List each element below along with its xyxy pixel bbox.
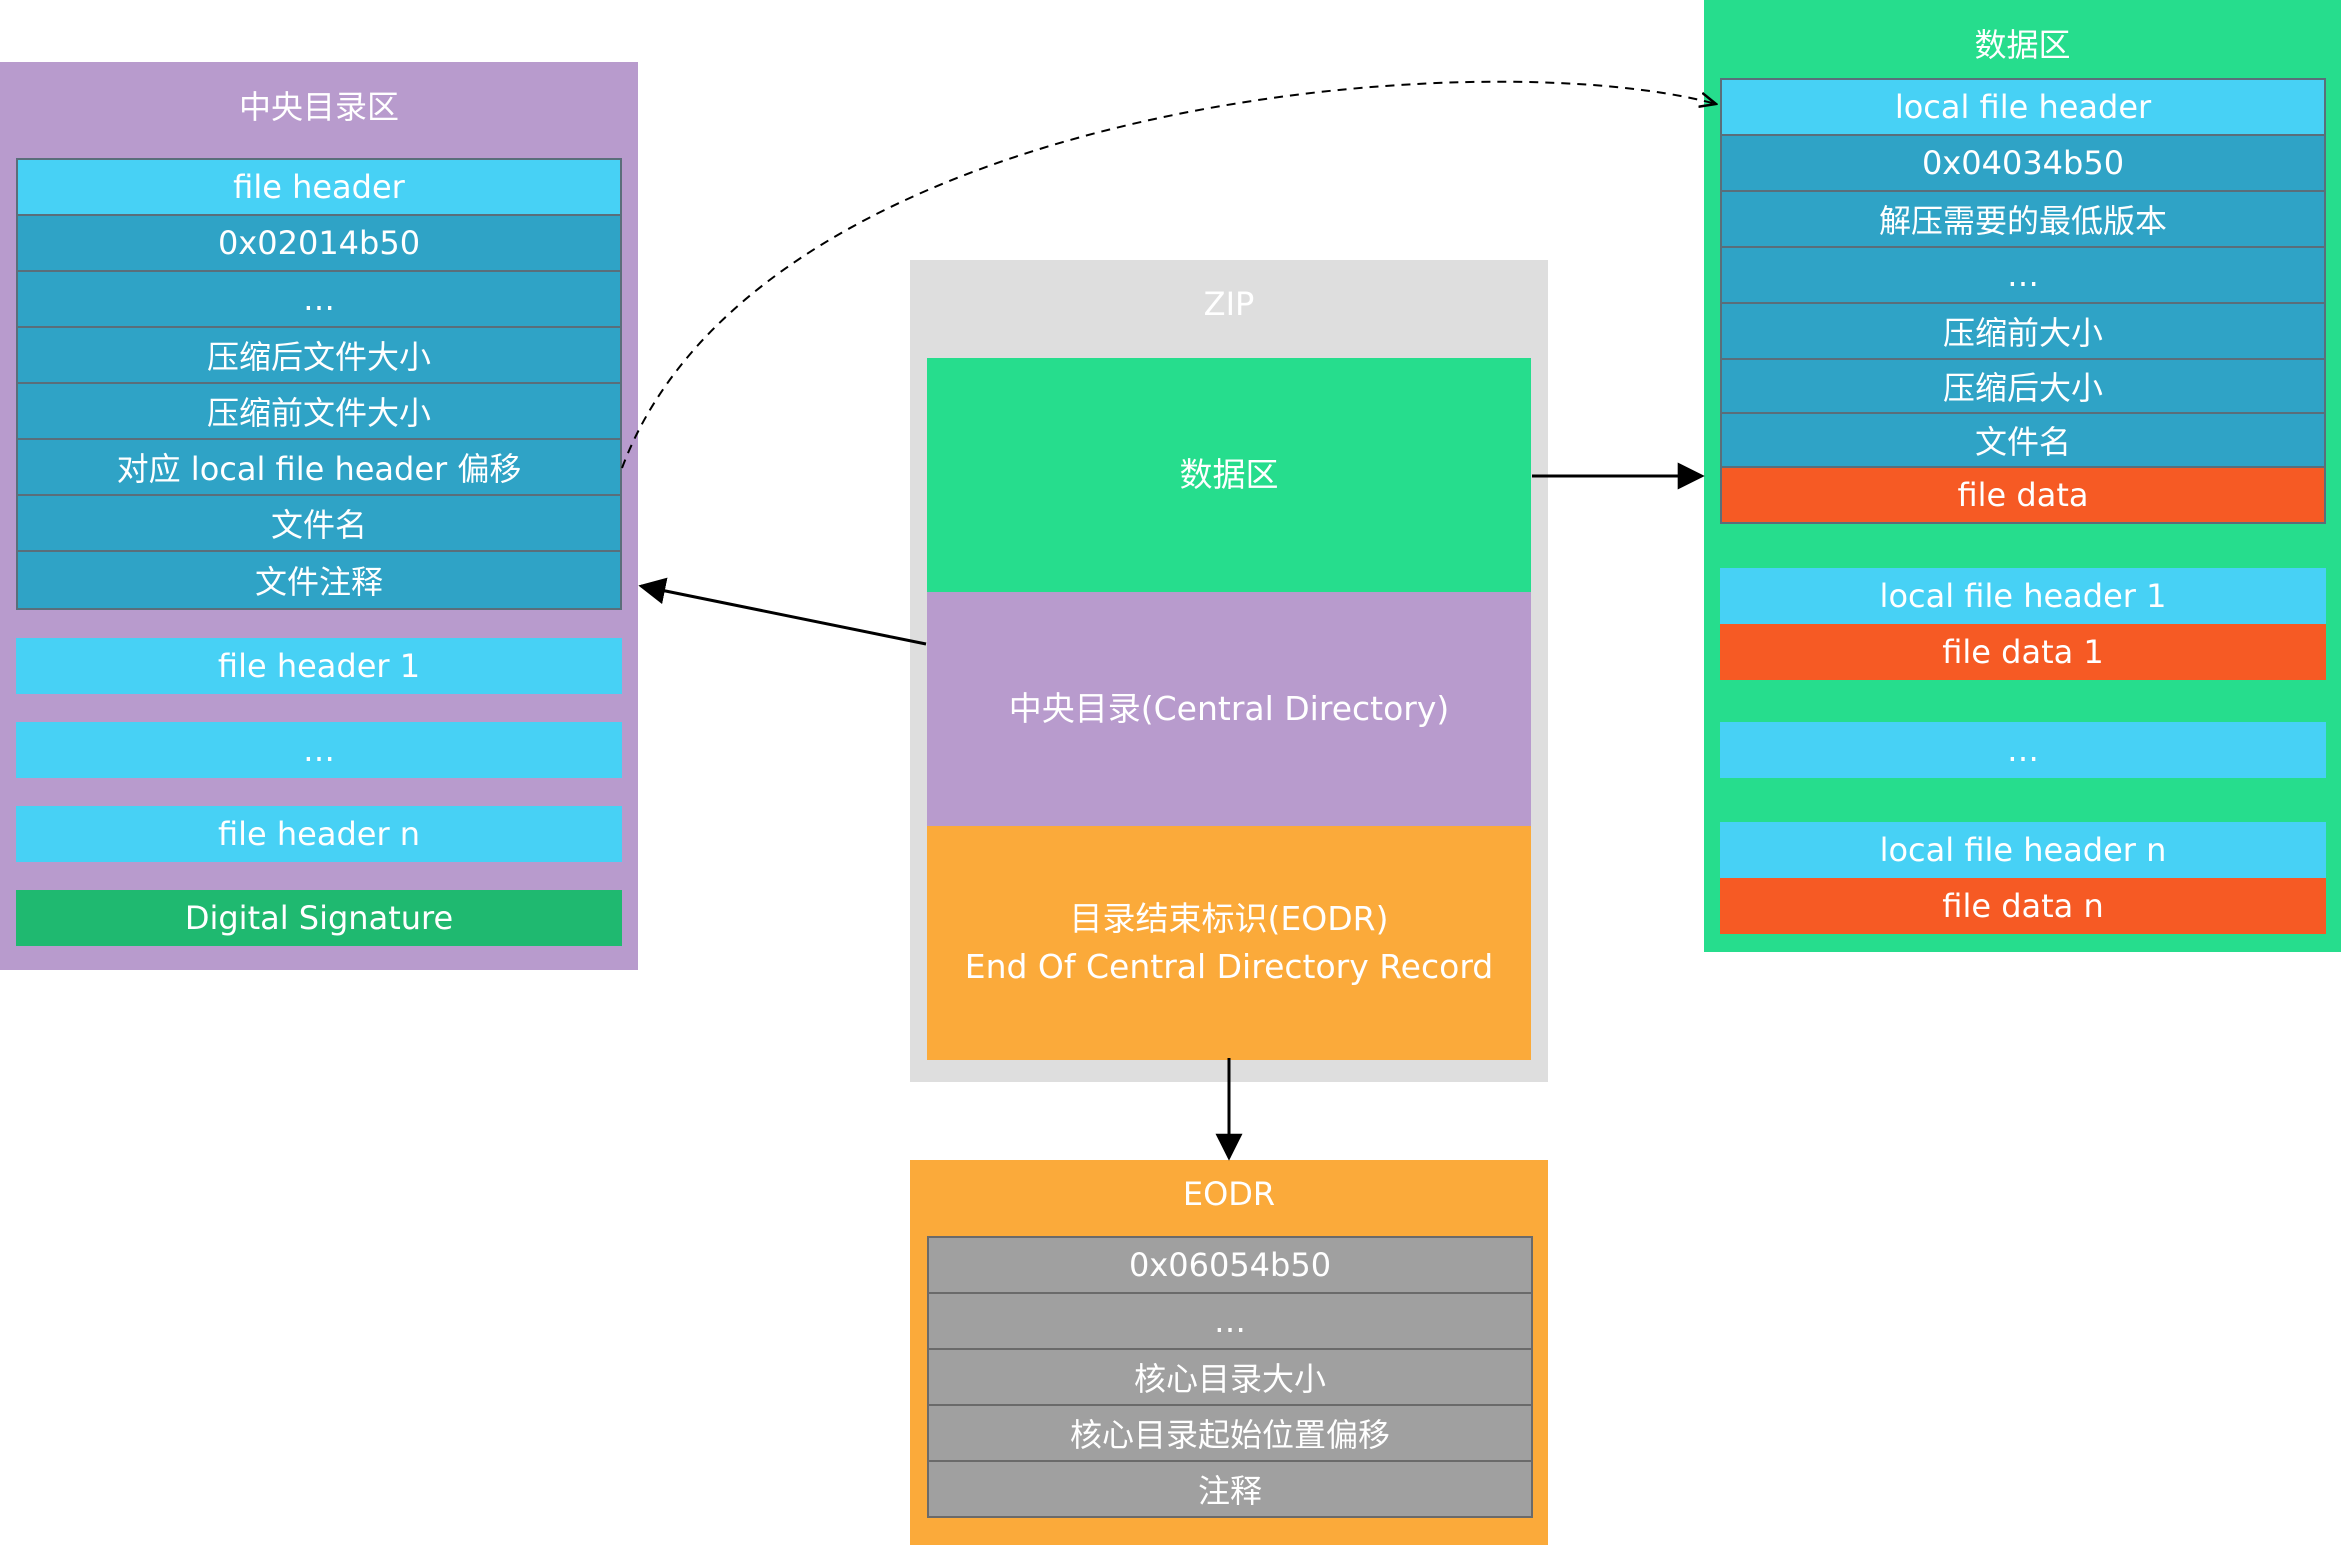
cd-row-ellipsis: … xyxy=(16,270,622,328)
central-directory-title: 中央目录区 xyxy=(238,88,399,126)
central-directory-panel: 中央目录区 file header 0x02014b50 … 压缩后文件大小 压… xyxy=(0,62,638,970)
cd-row-signature: 0x02014b50 xyxy=(16,214,622,272)
cd-row-file-comment: 文件注释 xyxy=(16,550,622,610)
da-file-data-1: file data 1 xyxy=(1720,624,2326,680)
da-row-local-file-header: local file header xyxy=(1720,78,2326,136)
cd-row-file-name: 文件名 xyxy=(16,494,622,552)
eodr-row-cd-offset: 核心目录起始位置偏移 xyxy=(927,1404,1533,1462)
da-ellipsis: … xyxy=(1720,722,2326,778)
da-local-file-header-1: local file header 1 xyxy=(1720,568,2326,624)
eodr-row-cd-size: 核心目录大小 xyxy=(927,1348,1533,1406)
eodr-row-signature: 0x06054b50 xyxy=(927,1236,1533,1294)
zip-central-directory: 中央目录(Central Directory) xyxy=(927,592,1531,826)
zip-title: ZIP xyxy=(1203,285,1255,323)
cd-file-header-1: file header 1 xyxy=(16,638,622,694)
eodr-title: EODR xyxy=(1182,1175,1276,1213)
cd-row-file-header: file header xyxy=(16,158,622,216)
cd-file-header-n: file header n xyxy=(16,806,622,862)
zip-data-area-label: 数据区 xyxy=(1179,455,1279,494)
arrow-zip-cd-to-central-directory xyxy=(638,577,927,646)
da-file-data-n: file data n xyxy=(1720,878,2326,934)
cd-file-header-ellipsis: … xyxy=(16,722,622,778)
da-row-file-name: 文件名 xyxy=(1720,412,2326,468)
digital-signature: Digital Signature xyxy=(16,890,622,946)
zip-data-area: 数据区 xyxy=(927,358,1531,592)
eodr-panel: EODR 0x06054b50 … 核心目录大小 核心目录起始位置偏移 注释 xyxy=(910,1160,1548,1545)
zip-eodr-label-1: 目录结束标识(EODR) xyxy=(1069,899,1389,938)
da-row-min-version: 解压需要的最低版本 xyxy=(1720,190,2326,248)
da-local-file-header-n: local file header n xyxy=(1720,822,2326,878)
zip-central-directory-label: 中央目录(Central Directory) xyxy=(1008,689,1450,728)
zip-eodr: 目录结束标识(EODR) End Of Central Directory Re… xyxy=(927,826,1531,1060)
eodr-row-comment: 注释 xyxy=(927,1460,1533,1518)
da-row-uncompressed-size: 压缩前大小 xyxy=(1720,302,2326,360)
da-row-ellipsis: … xyxy=(1720,246,2326,304)
da-row-compressed-size: 压缩后大小 xyxy=(1720,358,2326,414)
da-row-signature: 0x04034b50 xyxy=(1720,134,2326,192)
cd-row-compressed-size: 压缩后文件大小 xyxy=(16,326,622,384)
cd-row-uncompressed-size: 压缩前文件大小 xyxy=(16,382,622,440)
da-row-file-data: file data xyxy=(1720,466,2326,524)
zip-panel: ZIP 数据区 中央目录(Central Directory) 目录结束标识(E… xyxy=(910,260,1548,1082)
data-area-title: 数据区 xyxy=(1974,26,2071,64)
zip-eodr-label-2: End Of Central Directory Record xyxy=(964,947,1494,986)
eodr-row-ellipsis: … xyxy=(927,1292,1533,1350)
cd-row-local-header-offset: 对应 local file header 偏移 xyxy=(16,438,622,496)
data-area-panel: 数据区 local file header 0x04034b50 解压需要的最低… xyxy=(1704,0,2341,952)
